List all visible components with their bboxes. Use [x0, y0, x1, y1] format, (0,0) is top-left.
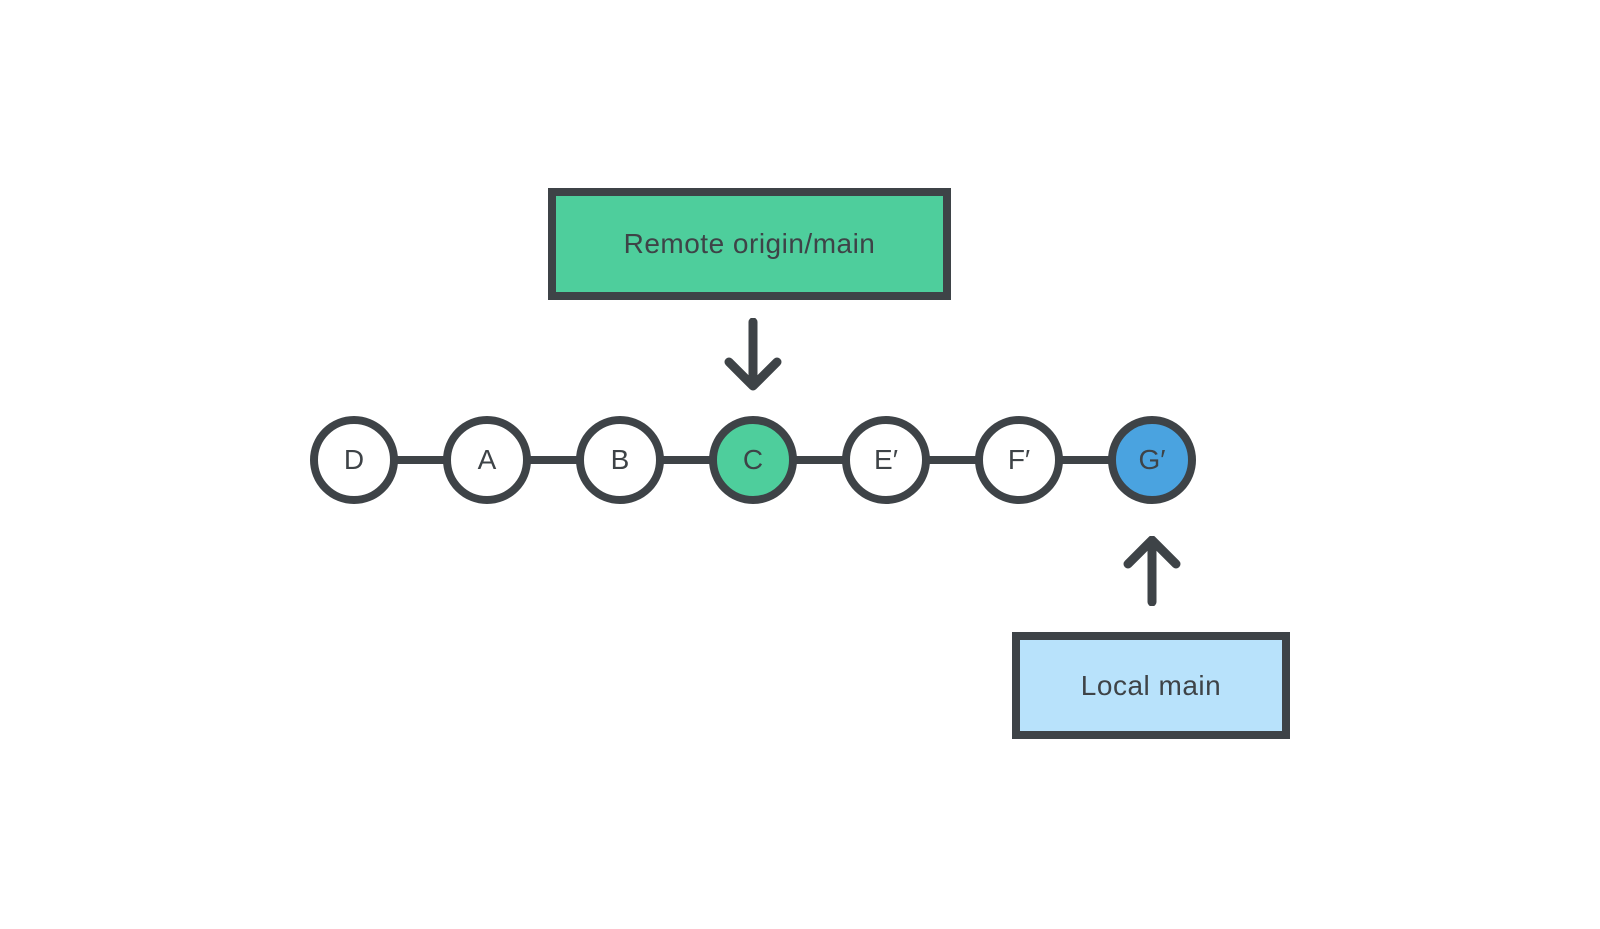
commit-node-a: A [443, 416, 531, 504]
commit-label: F′ [1007, 444, 1031, 475]
commit-node-f-prime: F′ [975, 416, 1063, 504]
commit-label: C [742, 444, 764, 475]
arrow-up-icon [1123, 536, 1181, 606]
arrow-down-icon [724, 318, 782, 391]
commit-label: A [477, 444, 497, 475]
local-branch-box: Local main [1012, 632, 1290, 739]
commit-label: G′ [1138, 444, 1166, 475]
remote-branch-box: Remote origin/main [548, 188, 951, 300]
local-branch-label: Local main [1080, 669, 1222, 701]
commit-node-b: B [576, 416, 664, 504]
remote-branch-label: Remote origin/main [623, 228, 876, 259]
commit-node-d: D [310, 416, 398, 504]
commit-node-g-prime-local-head: G′ [1108, 416, 1196, 504]
commit-label: E′ [874, 444, 898, 475]
commit-node-c-remote-head: C [709, 416, 797, 504]
commit-label: B [610, 444, 630, 475]
commit-node-e-prime: E′ [842, 416, 930, 504]
commit-label: D [343, 444, 365, 475]
